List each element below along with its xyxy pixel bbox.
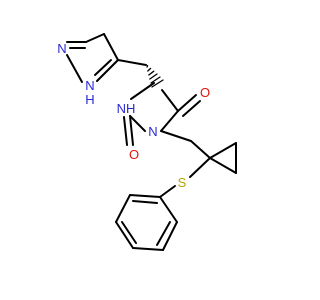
- molecule-structure: N N H NH O N O S: [57, 33, 237, 251]
- wedge-hash: [148, 70, 155, 76]
- bond: [94, 59, 112, 76]
- wedge-hash: [146, 64, 149, 68]
- atom-label-n: N: [57, 41, 66, 56]
- bond: [129, 194, 161, 198]
- bond: [129, 115, 146, 132]
- bond: [115, 194, 131, 223]
- bond: [121, 221, 137, 244]
- wedge-hash: [149, 73, 158, 80]
- bonds: [66, 33, 237, 251]
- bond: [85, 33, 105, 43]
- atom-label-n: N: [148, 124, 157, 139]
- atom-label-n: N: [85, 78, 94, 93]
- atom-label-s: S: [178, 175, 187, 190]
- stereo-hashed-wedge: [146, 64, 164, 88]
- bond: [209, 142, 237, 159]
- bond: [129, 115, 134, 146]
- bond: [160, 130, 192, 142]
- bond: [159, 196, 178, 223]
- bond: [130, 82, 155, 100]
- bond: [160, 110, 179, 132]
- wedge-hash: [151, 79, 164, 88]
- bond: [162, 221, 178, 251]
- bond: [103, 33, 119, 61]
- bond: [177, 94, 197, 112]
- bond: [161, 89, 179, 112]
- atom-label-o: O: [129, 147, 139, 162]
- bond: [123, 116, 128, 146]
- bond: [190, 140, 211, 159]
- bond: [115, 221, 134, 249]
- atom-label-h: H: [85, 92, 94, 107]
- bond: [96, 59, 119, 82]
- wedge-hash: [147, 67, 152, 72]
- bond: [156, 221, 171, 246]
- wedge-hash: [150, 76, 161, 84]
- bond: [189, 157, 211, 178]
- atom-labels: N N H NH O N O S: [57, 41, 210, 190]
- bond: [159, 185, 176, 198]
- bond: [66, 54, 83, 83]
- bond: [132, 247, 164, 251]
- bond: [209, 157, 237, 174]
- bond: [182, 100, 201, 117]
- bond: [117, 59, 147, 66]
- bond: [132, 200, 158, 204]
- atom-label-o: O: [200, 85, 210, 100]
- atom-label-nh: NH: [117, 101, 136, 116]
